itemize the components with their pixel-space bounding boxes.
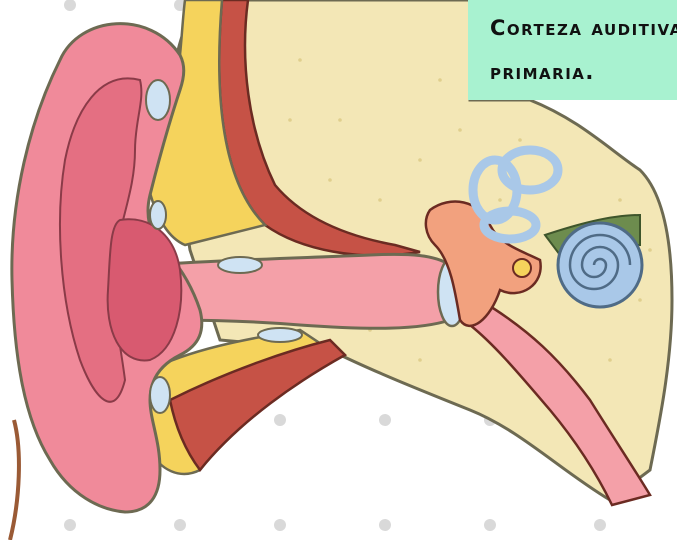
cochlea bbox=[558, 223, 642, 307]
concha bbox=[108, 219, 182, 360]
stapes bbox=[513, 259, 531, 277]
hair-strand bbox=[10, 420, 19, 540]
label-line-1: Corteza auditiva bbox=[490, 6, 677, 50]
label-box: Corteza auditiva primaria. bbox=[468, 0, 677, 100]
label-line-2: primaria. bbox=[490, 50, 677, 94]
